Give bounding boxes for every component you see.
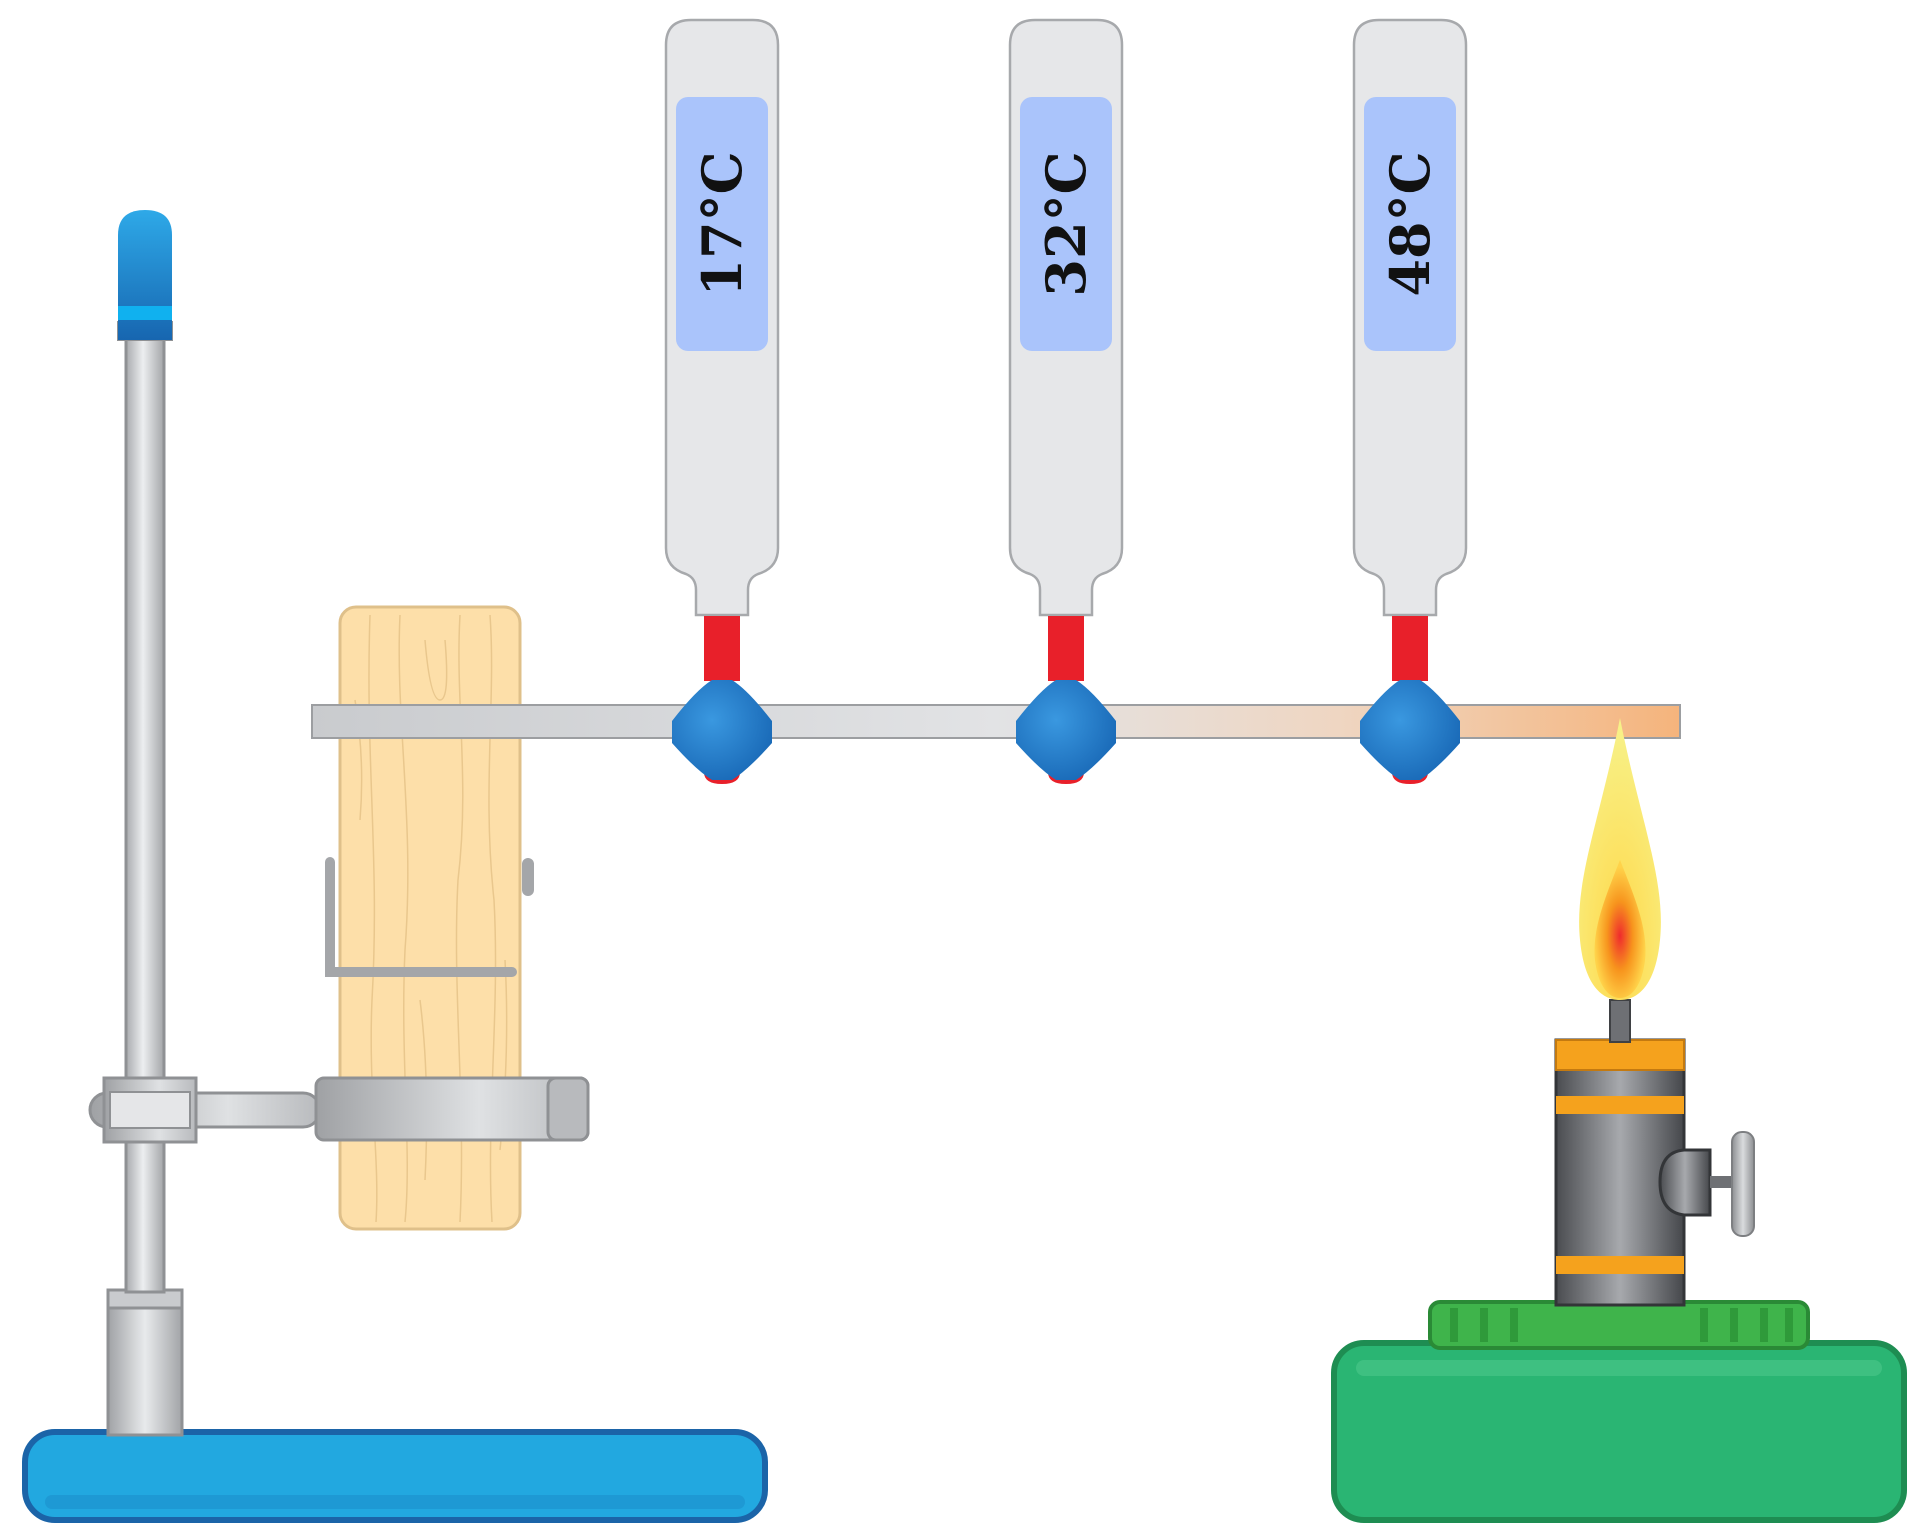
burner-valve-knob-icon xyxy=(1731,1131,1755,1237)
thermometer-reading: 48°C xyxy=(1378,151,1442,296)
stand-base-shadow xyxy=(45,1495,745,1509)
thermometer-3: 48°C xyxy=(1352,18,1468,784)
flame xyxy=(1579,718,1661,1000)
wood-clip-peg xyxy=(522,858,534,896)
stand-pole-cap-band xyxy=(118,306,172,320)
wooden-block xyxy=(314,605,590,1231)
burner-valve xyxy=(1658,1148,1712,1217)
mercury-column xyxy=(1048,616,1084,681)
thermometer-display xyxy=(1020,97,1112,351)
wax-bead xyxy=(672,680,772,780)
burner-band-upper xyxy=(1556,1096,1684,1114)
thermometer-display xyxy=(676,97,768,351)
thermometer-display xyxy=(1364,97,1456,351)
wood-block-body xyxy=(338,605,522,1231)
mercury-column xyxy=(1392,616,1428,681)
burner-top-ring xyxy=(1555,1039,1685,1071)
thermometer-2: 32°C xyxy=(1008,18,1124,784)
flame-inner xyxy=(1594,860,1646,998)
stand-pole xyxy=(124,328,166,1294)
mercury-column xyxy=(704,616,740,681)
thermometer-1: 17°C xyxy=(664,18,780,784)
thermometer-reading: 32°C xyxy=(1034,151,1098,296)
burner-wick-tube xyxy=(1609,999,1631,1043)
burner-base-highlight xyxy=(1356,1360,1882,1376)
burner-valve-stem xyxy=(1710,1176,1734,1188)
clamp-jaw-tip xyxy=(546,1076,590,1142)
stand-pole-cap-icon xyxy=(118,210,172,340)
thermometer-reading: 17°C xyxy=(690,151,754,296)
wood-clip xyxy=(325,857,517,977)
wax-bead xyxy=(1016,680,1116,780)
burner-cap-knurl xyxy=(1450,1308,1793,1342)
clamp-boss-inner xyxy=(109,1091,191,1129)
stand-foot-sleeve xyxy=(106,1288,184,1437)
clamp xyxy=(88,1076,322,1144)
spirit-burner xyxy=(1331,999,1907,1523)
wax-bead xyxy=(1360,680,1460,780)
burner-band-lower xyxy=(1556,1256,1684,1274)
